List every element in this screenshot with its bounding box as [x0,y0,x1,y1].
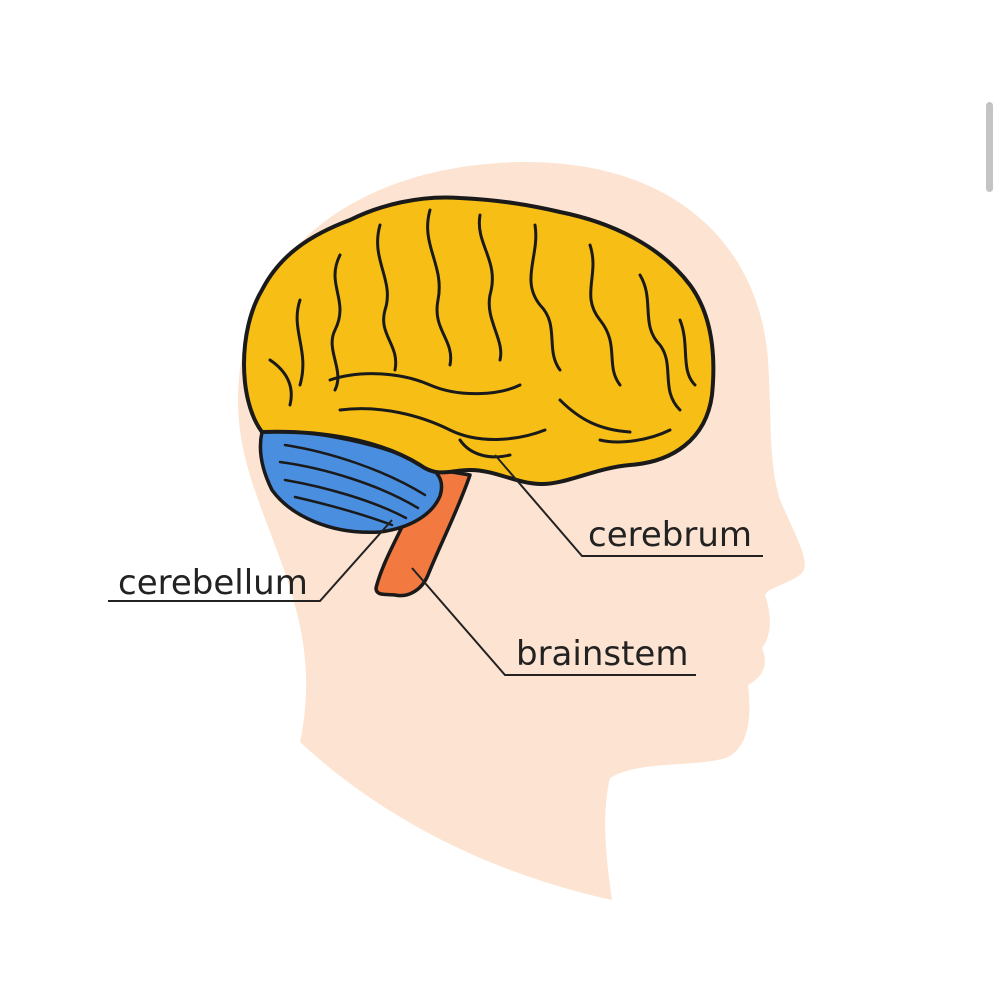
cerebellum-leader-line [108,519,393,602]
cerebellum-fold-line [283,443,427,497]
brainstem-label: brainstem [516,634,688,674]
cerebrum-sulcus-line [295,298,305,387]
brainstem-leader-line [411,567,696,676]
cerebellum-fold-line [278,460,420,510]
scrollbar-thumb[interactable] [986,102,993,192]
cerebrum-sulcus-line [678,318,697,387]
cerebrum-sulcus-line [598,428,672,444]
cerebrum-gyri [268,208,697,459]
cerebellum-fold-line [283,478,408,520]
cerebellum-label: cerebellum [118,563,308,603]
cerebrum-sulcus-line [268,358,293,407]
cerebrum-sulcus-line [458,438,512,459]
cerebrum-sulcus-line [529,223,562,372]
cerebrum-sulcus-line [638,273,682,412]
cerebrum-sulcus-line [558,398,632,434]
cerebrum-sulcus-line [588,243,622,387]
cerebellum-fold-line [293,495,394,527]
cerebrum-sulcus-line [328,372,522,396]
cerebrum-sulcus-line [426,208,453,367]
cerebrum-label: cerebrum [588,515,752,555]
cerebrum-region [242,195,716,487]
cerebellum-folds [278,443,427,527]
cerebrum-leader-line [494,454,763,557]
cerebrum-sulcus-line [338,407,547,441]
cerebrum-sulcus-line [376,223,398,372]
cerebrum-sulcus-line [330,253,342,392]
cerebrum-sulcus-line [477,213,503,362]
